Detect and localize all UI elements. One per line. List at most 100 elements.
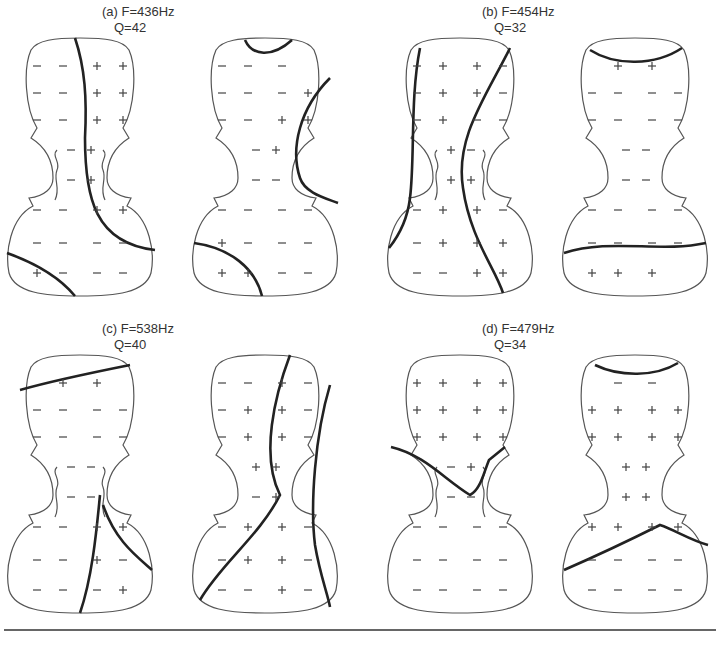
sign-mark [413,242,421,243]
sign-mark [304,382,312,383]
nodal-line [194,243,262,296]
sign-mark [275,463,276,471]
sign-mark [122,62,123,70]
sign-mark [244,209,252,210]
sign-mark [247,523,248,531]
sign-mark [33,242,41,243]
sign-mark [442,62,443,70]
sign-mark [439,589,447,590]
sign-mark [677,406,678,414]
sign-mark [502,379,503,387]
sign-mark [59,559,67,560]
sign-mark [473,559,481,560]
frequency-label: (a) F=436Hz [100,4,177,19]
sign-mark [252,149,260,150]
sign-mark [622,179,630,180]
sign-mark [617,523,618,531]
f-hole [435,150,438,200]
sign-mark [93,409,101,410]
plate-outline [563,355,707,613]
sign-mark [304,559,312,560]
sign-mark [278,209,286,210]
sign-mark [416,379,417,387]
sign-mark [247,269,248,277]
sign-mark [499,209,507,210]
nodal-line [590,48,682,62]
sign-mark [218,559,226,560]
plate-outline [563,38,707,296]
sign-mark [59,526,67,527]
sign-mark [588,589,596,590]
sign-mark [467,149,475,150]
sign-mark [119,559,127,560]
sign-mark [442,116,443,124]
sign-mark [476,89,477,97]
sign-mark [473,119,481,120]
nodal-line [389,48,420,248]
sign-mark [413,65,421,66]
sign-mark [275,493,276,501]
q-factor-label: Q=42 [112,20,148,35]
sign-mark [122,89,123,97]
sign-mark [651,433,652,441]
q-factor-label: Q=40 [112,337,148,352]
sign-mark [648,589,656,590]
sign-mark [281,406,282,414]
sign-mark [87,466,95,467]
sign-mark [122,586,123,594]
sign-mark [218,526,226,527]
plate-outline [193,355,337,613]
sign-mark [645,463,646,471]
sign-mark [119,409,127,410]
violin-plate [7,38,155,296]
frequency-label: (d) F=479Hz [480,321,557,336]
sign-mark [439,526,447,527]
sign-mark [90,146,91,154]
plate-outline [193,38,337,296]
sign-mark [93,272,101,273]
nodal-line [391,447,505,495]
sign-mark [591,523,592,531]
sign-mark [119,436,127,437]
sign-mark [442,89,443,97]
sign-mark [36,269,37,277]
sign-mark [625,493,626,501]
sign-mark [499,92,507,93]
rule-line [4,629,716,631]
sign-mark [244,92,252,93]
sign-mark [96,89,97,97]
frequency-label: (c) F=538Hz [100,321,176,336]
sign-mark [617,406,618,414]
sign-mark [278,242,286,243]
sign-mark [218,382,226,383]
sign-mark [648,92,656,93]
plate-outline [8,355,152,613]
sign-mark [67,149,75,150]
nodal-line [103,505,152,570]
nodal-line [20,365,130,390]
sign-mark [413,119,421,120]
nodal-line [313,385,330,607]
sign-mark [674,92,682,93]
sign-mark [470,176,471,184]
violin-plate [563,38,707,296]
violin-plate [388,38,532,296]
nodal-line [75,38,155,250]
sign-mark [413,589,421,590]
sign-mark [93,242,101,243]
sign-mark [413,209,421,210]
sign-mark [642,149,650,150]
sign-mark [439,559,447,560]
sign-mark [59,436,67,437]
sign-mark [218,409,226,410]
sign-mark [476,433,477,441]
sign-mark [642,179,650,180]
sign-mark [307,116,308,124]
sign-mark [614,119,622,120]
sign-mark [96,206,97,214]
sign-mark [674,589,682,590]
sign-mark [218,92,226,93]
violin-plate [193,38,338,296]
sign-mark [244,242,252,243]
sign-mark [255,463,256,471]
